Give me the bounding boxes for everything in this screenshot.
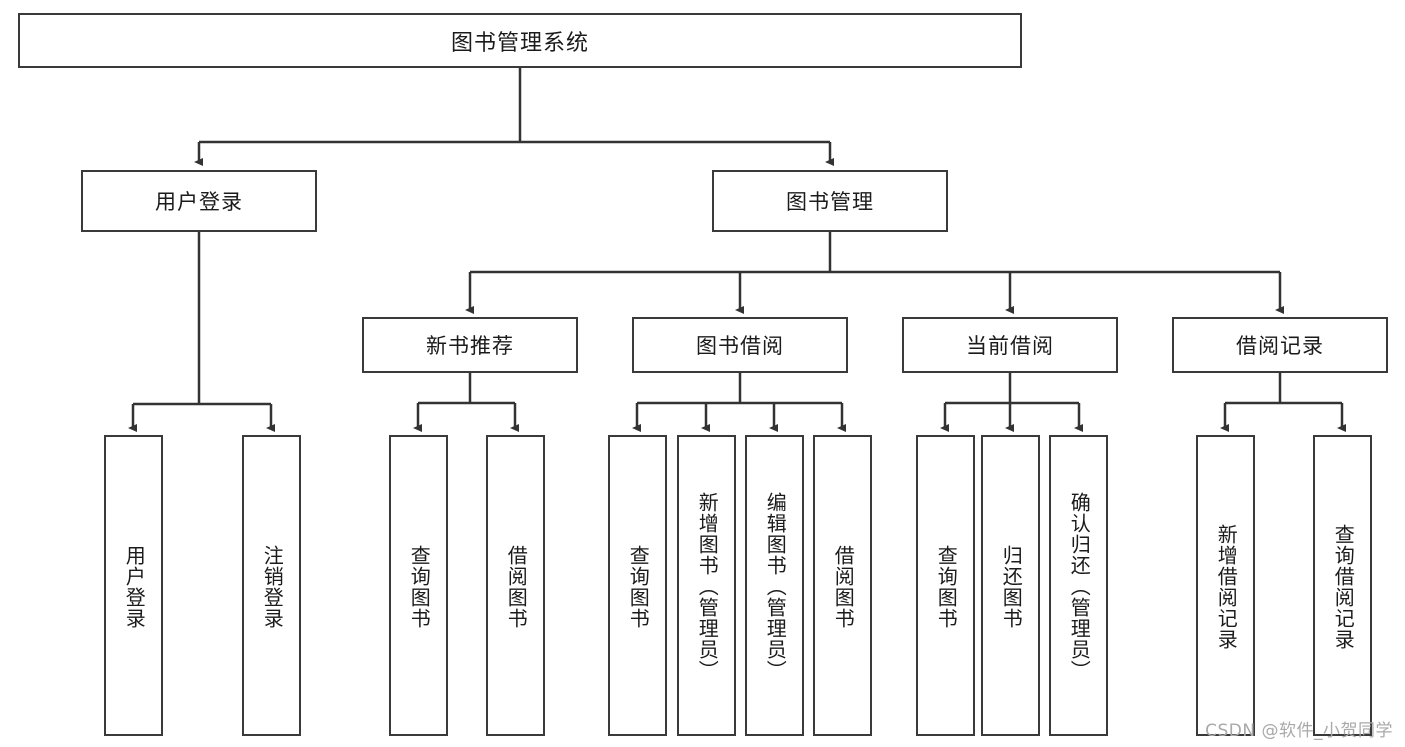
leaf-book-borrow-borrow[interactable]: 借阅图书: [813, 435, 872, 736]
leaf-label: 归还图书: [999, 544, 1024, 629]
node-book-manage-label: 图书管理: [786, 190, 874, 214]
leaf-label: 借阅图书: [831, 544, 856, 629]
leaf-current-borrow-query[interactable]: 查询图书: [916, 435, 975, 736]
node-borrow-record-label: 借阅记录: [1236, 334, 1324, 358]
leaf-book-borrow-edit[interactable]: 编辑图书（管理员）: [745, 435, 804, 736]
leaf-label: 查询图书: [407, 544, 432, 629]
node-book-manage[interactable]: 图书管理: [712, 170, 948, 232]
node-new-book-recommend[interactable]: 新书推荐: [362, 317, 578, 373]
leaf-label: 确认归还（管理员）: [1067, 492, 1092, 681]
leaf-current-borrow-return[interactable]: 归还图书: [981, 435, 1040, 736]
leaf-label: 注销登录: [260, 544, 285, 629]
node-root-label: 图书管理系统: [450, 30, 589, 56]
leaf-label: 编辑图书（管理员）: [763, 492, 788, 681]
node-current-borrow[interactable]: 当前借阅: [902, 317, 1118, 373]
leaf-label: 新增图书（管理员）: [695, 492, 720, 681]
leaf-label: 查询借阅记录: [1331, 523, 1356, 650]
node-book-borrow-label: 图书借阅: [696, 334, 784, 358]
node-borrow-record[interactable]: 借阅记录: [1172, 317, 1388, 373]
node-user-login-label: 用户登录: [155, 190, 243, 214]
leaf-book-borrow-add[interactable]: 新增图书（管理员）: [677, 435, 736, 736]
leaf-new-book-query[interactable]: 查询图书: [389, 435, 448, 736]
node-root[interactable]: 图书管理系统: [18, 13, 1022, 68]
node-book-borrow[interactable]: 图书借阅: [632, 317, 848, 373]
leaf-label: 查询图书: [626, 544, 651, 629]
leaf-current-borrow-confirm[interactable]: 确认归还（管理员）: [1049, 435, 1108, 736]
leaf-label: 借阅图书: [504, 544, 529, 629]
leaf-new-book-borrow[interactable]: 借阅图书: [486, 435, 545, 736]
leaf-borrow-record-add[interactable]: 新增借阅记录: [1196, 435, 1255, 736]
leaf-user-login-logout[interactable]: 注销登录: [242, 435, 301, 736]
leaf-label: 查询图书: [934, 544, 959, 629]
node-current-borrow-label: 当前借阅: [966, 334, 1054, 358]
leaf-book-borrow-query[interactable]: 查询图书: [608, 435, 667, 736]
node-user-login[interactable]: 用户登录: [81, 170, 317, 232]
leaf-user-login-login[interactable]: 用户登录: [104, 435, 163, 736]
node-new-book-recommend-label: 新书推荐: [426, 334, 514, 358]
leaf-borrow-record-query[interactable]: 查询借阅记录: [1313, 435, 1372, 736]
leaf-label: 新增借阅记录: [1214, 523, 1239, 650]
leaf-label: 用户登录: [122, 544, 147, 629]
watermark: CSDN @软件_小贺同学: [1205, 721, 1393, 741]
